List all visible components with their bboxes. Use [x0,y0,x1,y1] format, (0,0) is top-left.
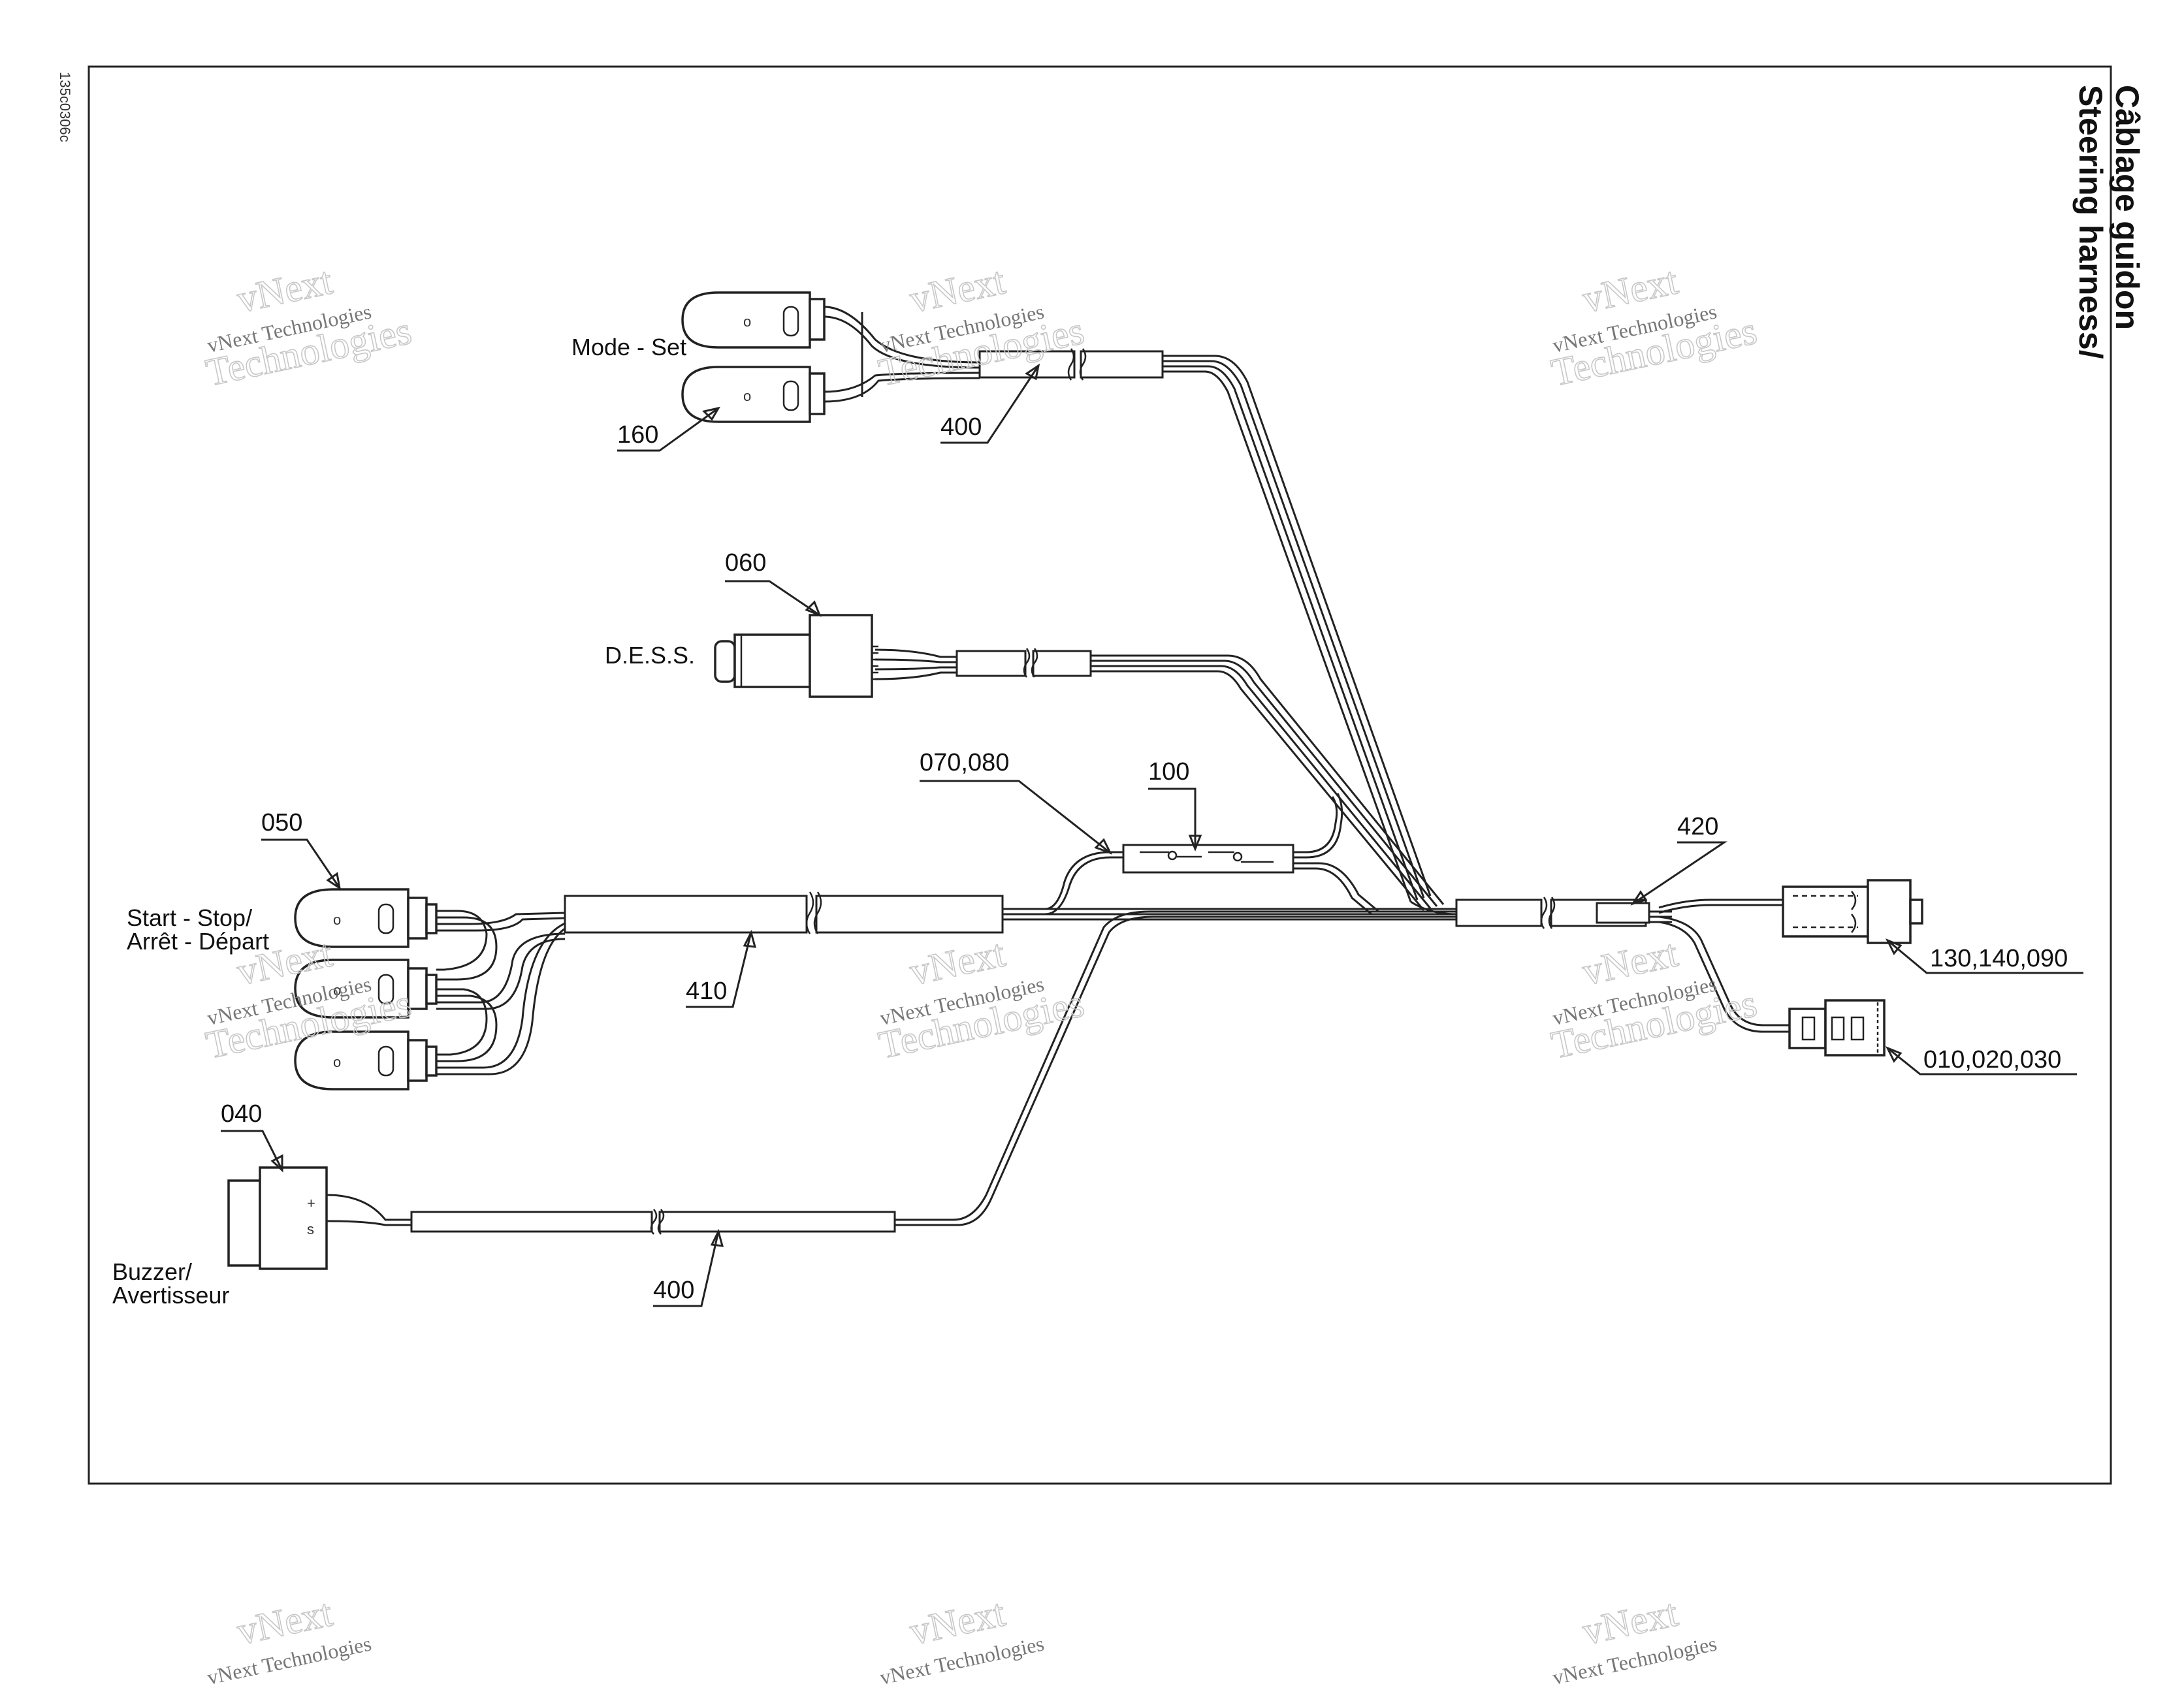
svg-text:060: 060 [725,549,766,577]
title: Steering harness/ Câblage guidon [2072,85,2145,359]
watermark: vNext vNext Technologies [205,1590,374,1689]
svg-text:070,080: 070,080 [920,749,1009,776]
svg-text:+: + [307,1195,315,1211]
svg-text:040: 040 [221,1100,262,1128]
svg-text:050: 050 [261,809,302,836]
label-mode-set: Mode - Set [571,334,686,360]
svg-text:130,140,090: 130,140,090 [1930,945,2068,972]
label-buzzer-1: Buzzer/ [112,1258,192,1285]
svg-text:400: 400 [653,1277,694,1304]
dess-connector [714,614,878,698]
drawing-code: 135c0306c [57,72,73,142]
callout-060: 060 [725,549,822,617]
connector-010-020-030 [1788,999,1886,1057]
svg-text:400: 400 [940,413,982,441]
callout-130-140-090: 130,140,090 [1885,938,2083,974]
svg-text:s: s [307,1221,314,1237]
svg-text:010,020,030: 010,020,030 [1923,1046,2061,1074]
callout-100: 100 [1148,758,1202,852]
sleeves [410,348,1650,1235]
callout-400-bottom: 400 [653,1228,724,1307]
callout-040: 040 [221,1100,283,1173]
callout-070-080: 070,080 [920,749,1113,855]
drawing-frame [88,65,2112,1485]
svg-text:o: o [333,1054,341,1070]
callout-400-top: 400 [940,363,1040,444]
label-buzzer-2: Avertisseur [112,1282,229,1309]
connector-130-140-090 [1782,879,1923,944]
start-stop-switch-3: o [294,1030,438,1090]
start-stop-switch-2: o [294,959,438,1019]
callout-410: 410 [686,929,757,1008]
mode-set-switch-bottom: o [681,366,826,423]
watermarks: vNext vNext Technologies Technologies vN… [202,258,1761,1689]
mode-set-switch-top: o [681,291,826,349]
svg-text:o: o [333,912,341,928]
watermark: vNext vNext Technologies Technologies [1547,258,1761,394]
label-start-stop-1: Start - Stop/ [127,904,252,931]
splice-detail [1140,850,1274,863]
wires [326,306,1790,1226]
buzzer: + s [227,1166,328,1270]
label-dess: D.E.S.S. [605,642,695,669]
title-line-2: Câblage guidon [2109,85,2145,330]
svg-text:o: o [743,388,751,404]
svg-text:100: 100 [1148,758,1189,786]
svg-text:o: o [333,982,341,998]
watermark: vNext vNext Technologies Technologies [202,258,415,394]
svg-text:420: 420 [1677,813,1718,840]
svg-text:160: 160 [617,421,658,449]
callout-160: 160 [617,406,721,452]
svg-text:410: 410 [686,978,727,1005]
title-line-1: Steering harness/ [2072,85,2109,359]
watermark: vNext vNext Technologies Technologies [1547,931,1761,1067]
svg-text:o: o [743,313,751,330]
start-stop-switch-1: o [294,888,438,948]
callout-010-020-030: 010,020,030 [1885,1046,2077,1075]
callout-050: 050 [261,809,342,891]
watermark: vNext vNext Technologies [878,1590,1046,1689]
watermark: vNext vNext Technologies Technologies [875,931,1088,1067]
callout-420: 420 [1630,813,1727,906]
watermark: vNext vNext Technologies [1550,1590,1719,1689]
label-start-stop-2: Arrêt - Départ [127,928,269,955]
